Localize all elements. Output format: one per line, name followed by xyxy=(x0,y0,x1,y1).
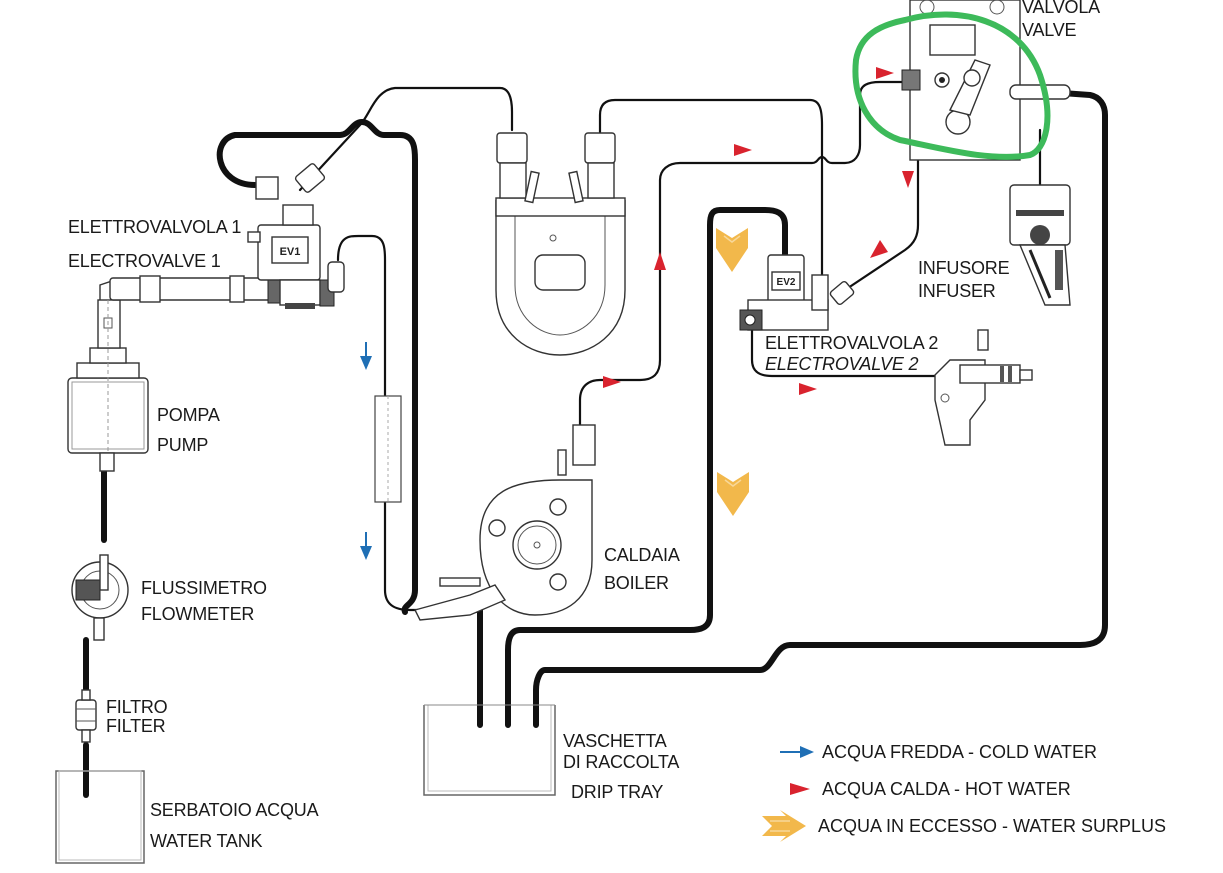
water-tank xyxy=(55,770,145,864)
infuser xyxy=(1009,184,1071,306)
legend-item-hot: ACQUA CALDA - HOT WATER xyxy=(778,777,1071,801)
pipe-boiler-to-valve xyxy=(578,80,907,432)
electrovalve-1: EV1 xyxy=(247,163,345,309)
label-ev1-it: ELETTROVALVOLA 1 xyxy=(68,217,242,237)
label-ev2-en: ELECTROVALVE 2 xyxy=(765,354,919,374)
ev1-badge: EV1 xyxy=(280,246,301,258)
pipe-ev2-to-wand xyxy=(750,318,942,378)
label-filter-it: FILTRO xyxy=(106,697,168,717)
pipe-ev2-surplus xyxy=(505,207,788,728)
valve-highlight-circle xyxy=(852,11,1051,160)
pump xyxy=(67,275,283,472)
hot-arrow-4 xyxy=(799,383,817,395)
label-flowmeter-it: FLUSSIMETRO xyxy=(141,578,267,598)
label-ev1-en: ELECTROVALVE 1 xyxy=(68,251,221,271)
drip-tray xyxy=(423,704,556,796)
legend-item-surplus: ACQUA IN ECCESSO - WATER SURPLUS xyxy=(760,810,1166,842)
label-boiler-en: BOILER xyxy=(604,573,669,593)
cold-arrow-2 xyxy=(360,532,372,560)
boiler xyxy=(413,424,596,621)
label-pump-it: POMPA xyxy=(157,405,220,425)
pipe-cold-down xyxy=(336,234,427,612)
pipe-thermoblock-to-valve xyxy=(598,98,824,282)
label-valve-en: VALVE xyxy=(1022,20,1077,41)
label-pump: POMPA PUMP xyxy=(157,400,220,460)
label-tank-it: SERBATOIO ACQUA xyxy=(150,800,319,820)
legend-label-cold: ACQUA FREDDA - COLD WATER xyxy=(822,741,1098,762)
red-triangle-icon xyxy=(790,783,810,795)
label-filter: FILTRO FILTER xyxy=(106,697,168,736)
surplus-arrow-1 xyxy=(716,228,748,272)
label-drip-it-1: VASCHETTA xyxy=(563,731,667,751)
hot-arrow-6 xyxy=(902,171,914,188)
label-drip-en: DRIP TRAY xyxy=(571,782,664,802)
label-flowmeter: FLUSSIMETRO FLOWMETER xyxy=(141,575,267,627)
label-filter-en: FILTER xyxy=(106,716,166,736)
legend-label-hot: ACQUA CALDA - HOT WATER xyxy=(822,778,1071,799)
pipe-boiler-drip xyxy=(462,607,483,728)
inline-cylinder xyxy=(374,395,402,503)
pipe-valve-return xyxy=(533,87,1108,728)
label-boiler: CALDAIA BOILER xyxy=(604,541,680,597)
pipe-ev1-to-drip-thick xyxy=(216,119,418,615)
surplus-arrow-2 xyxy=(717,472,749,516)
label-tank-en: WATER TANK xyxy=(150,831,263,851)
filter xyxy=(75,689,97,743)
label-water-tank: SERBATOIO ACQUA WATER TANK xyxy=(150,795,319,857)
label-infuser: INFUSORE INFUSER xyxy=(918,257,1010,303)
hot-arrow-3 xyxy=(603,376,621,388)
label-boiler-it: CALDAIA xyxy=(604,545,680,565)
pipe-ev2-to-infuser xyxy=(843,158,920,292)
blue-arrow-icon xyxy=(780,746,814,758)
cold-arrow-1 xyxy=(360,342,372,370)
steam-wand xyxy=(934,329,1033,446)
yellow-chevron-arrow-icon xyxy=(762,810,806,842)
thermoblock xyxy=(495,132,626,356)
label-flowmeter-en: FLOWMETER xyxy=(141,604,255,624)
label-infuser-en: INFUSER xyxy=(918,281,996,301)
hot-arrow-5 xyxy=(876,67,894,79)
label-electrovalve-2: ELETTROVALVOLA 2 ELECTROVALVE 2 xyxy=(765,333,938,375)
label-drip-it-2: DI RACCOLTA xyxy=(563,752,680,772)
label-valve-it: VALVOLA xyxy=(1022,0,1100,17)
label-infuser-it: INFUSORE xyxy=(918,258,1010,278)
label-electrovalve-1: ELETTROVALVOLA 1 ELECTROVALVE 1 xyxy=(68,210,241,278)
hot-arrow-1 xyxy=(734,144,752,156)
ev2-badge: EV2 xyxy=(777,277,796,288)
label-ev2-it: ELETTROVALVOLA 2 xyxy=(765,333,939,353)
flowmeter xyxy=(71,554,129,641)
pipe-ev1-to-thermoblock xyxy=(298,86,514,192)
legend-item-cold: ACQUA FREDDA - COLD WATER xyxy=(778,740,1097,764)
hot-arrow-7 xyxy=(870,240,888,258)
legend-label-surplus: ACQUA IN ECCESSO - WATER SURPLUS xyxy=(818,815,1167,836)
label-valve: VALVOLA VALVE xyxy=(1022,0,1100,43)
hot-arrow-2 xyxy=(654,252,666,270)
label-pump-en: PUMP xyxy=(157,435,209,455)
flow-arrows xyxy=(360,67,914,560)
label-drip-tray: VASCHETTA DI RACCOLTA DRIP TRAY xyxy=(563,731,679,803)
electrovalve-2: EV2 xyxy=(739,254,855,331)
